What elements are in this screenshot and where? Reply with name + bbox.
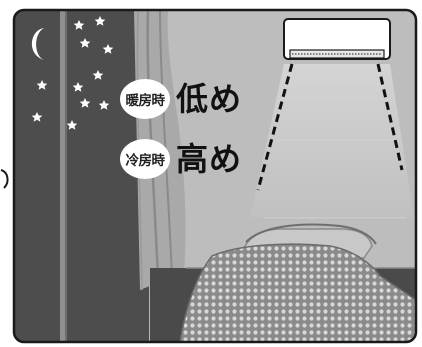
moon-icon (31, 28, 44, 60)
cooling-level-text: 高め (176, 140, 243, 178)
edge-mark (0, 169, 9, 189)
cooling-label-row: 冷房時 高め (120, 139, 242, 179)
headboard (245, 223, 377, 245)
illustration-frame (12, 8, 418, 344)
star-icon (94, 16, 106, 26)
window-frame (60, 10, 65, 342)
star-icon (73, 20, 85, 30)
heating-badge: 暖房時 (120, 79, 170, 119)
star-icon (31, 112, 43, 122)
star-icon (79, 38, 91, 48)
star-icon (98, 100, 110, 110)
star-icon (79, 98, 91, 108)
heating-level-text: 低め (176, 80, 243, 118)
heating-label-row: 暖房時 低め (120, 79, 242, 119)
star-icons (31, 16, 114, 130)
star-icon (72, 82, 84, 92)
airflow-right-dashed (376, 63, 404, 171)
star-icon (66, 120, 78, 130)
air-conditioner-icon (283, 18, 391, 60)
blanket (179, 243, 416, 342)
night-window (14, 10, 149, 342)
star-icon (36, 80, 48, 90)
star-icon (102, 44, 114, 54)
airflow-area (250, 64, 414, 218)
star-icon (92, 70, 104, 80)
airflow-left-dashed (256, 63, 294, 191)
cooling-badge: 冷房時 (120, 139, 170, 179)
